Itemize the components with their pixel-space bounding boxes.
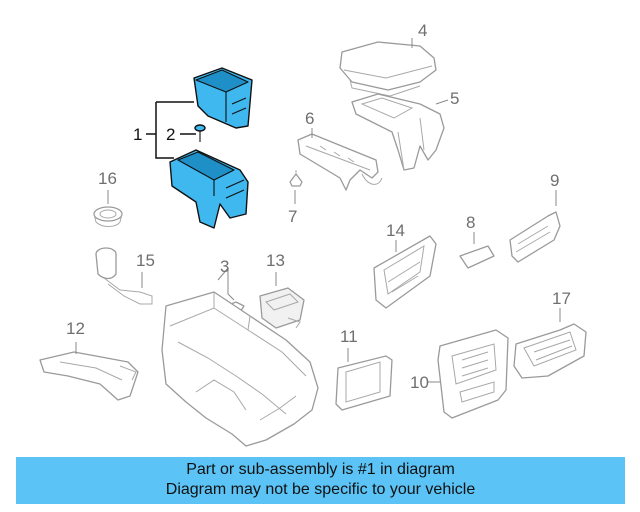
leader-3 xyxy=(217,267,235,301)
callout-16[interactable]: 16 xyxy=(98,169,117,188)
part-6-bracket[interactable] xyxy=(297,133,383,191)
callout-9[interactable]: 9 xyxy=(550,171,559,190)
callout-11[interactable]: 11 xyxy=(340,327,358,346)
leader-5 xyxy=(435,99,449,105)
exploded-parts-diagram: 4 5 6 7 1 2 xyxy=(39,21,587,447)
callout-6[interactable]: 6 xyxy=(305,109,314,128)
part-7-clip[interactable] xyxy=(289,170,303,187)
callout-1[interactable]: 1 xyxy=(133,125,142,144)
callout-8[interactable]: 8 xyxy=(466,213,475,232)
part-17-vent-grille[interactable] xyxy=(513,323,587,379)
part-13-switch-module[interactable] xyxy=(259,287,305,329)
part-14-side-bracket[interactable] xyxy=(373,235,437,309)
callout-14[interactable]: 14 xyxy=(386,221,405,240)
main-console-body[interactable] xyxy=(161,291,319,447)
part-5-armrest-base[interactable] xyxy=(351,93,445,171)
part-10-rear-vent-panel[interactable] xyxy=(437,329,509,419)
callout-2[interactable]: 2 xyxy=(166,125,175,144)
callout-13[interactable]: 13 xyxy=(266,251,285,270)
part-15-power-socket[interactable] xyxy=(95,247,153,305)
banner-line-1: Part or sub-assembly is #1 in diagram xyxy=(186,461,455,478)
banner-line-2: Diagram may not be specific to your vehi… xyxy=(165,481,476,498)
part-1-lower-bin[interactable] xyxy=(169,149,249,229)
part-4-armrest-lid[interactable] xyxy=(339,41,437,97)
callout-17[interactable]: 17 xyxy=(552,289,571,308)
part-11-panel-insert[interactable] xyxy=(335,355,393,411)
part-2-screw[interactable] xyxy=(194,124,206,142)
callout-4[interactable]: 4 xyxy=(418,21,427,40)
callout-7[interactable]: 7 xyxy=(288,207,297,226)
callout-5[interactable]: 5 xyxy=(450,89,459,108)
callout-10[interactable]: 10 xyxy=(410,373,429,392)
part-9-side-panel[interactable] xyxy=(509,211,561,263)
callout-15[interactable]: 15 xyxy=(136,251,155,270)
part-16-cup-holder-ring[interactable] xyxy=(93,206,123,227)
callout-3[interactable]: 3 xyxy=(220,257,229,276)
info-banner: Part or sub-assembly is #1 in diagram Di… xyxy=(16,457,625,504)
leader-1 xyxy=(146,101,194,159)
part-12-rear-duct[interactable] xyxy=(39,351,139,401)
part-8-trim-plate[interactable] xyxy=(459,245,495,269)
callout-12[interactable]: 12 xyxy=(66,319,85,338)
part-1-upper-bin[interactable] xyxy=(193,67,253,129)
